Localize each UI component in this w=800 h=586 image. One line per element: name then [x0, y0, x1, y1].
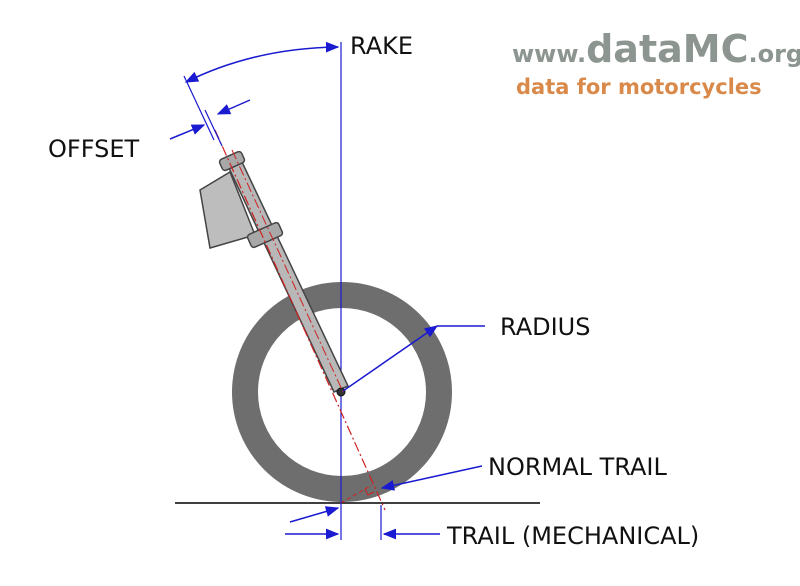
brand-prefix: www. [512, 40, 586, 68]
trail-lower-pointer [289, 506, 340, 523]
brand-logo: www.dataMC.org [512, 27, 800, 71]
radius-label: RADIUS [500, 313, 590, 341]
offset-label: OFFSET [48, 135, 139, 163]
brand-tagline: data for motorcycles [516, 75, 762, 99]
normal-trail-right-angle [364, 488, 375, 496]
tire [232, 282, 452, 502]
trail-mechanical-label: TRAIL (MECHANICAL) [446, 522, 699, 550]
offset-extension-line [204, 109, 223, 147]
fork-top-cap [218, 150, 246, 172]
rake-arc [184, 41, 340, 83]
normal-trail-arrow [380, 465, 483, 491]
axle [336, 387, 346, 397]
normal-trail-perpendicular [340, 484, 373, 504]
brand-name: dataMC [586, 27, 748, 71]
normal-trail-label: NORMAL TRAIL [488, 453, 668, 481]
fork-lower-clamp [246, 221, 284, 249]
radius-arrow [342, 325, 439, 392]
offset-arrow-left [169, 124, 206, 140]
offset-arrow-right [216, 99, 251, 115]
rake-extension-line [183, 75, 215, 141]
brand-suffix: .org [748, 40, 800, 68]
rake-label: RAKE [350, 32, 413, 60]
fork-centerline [231, 149, 344, 393]
steering-axis [214, 129, 386, 511]
